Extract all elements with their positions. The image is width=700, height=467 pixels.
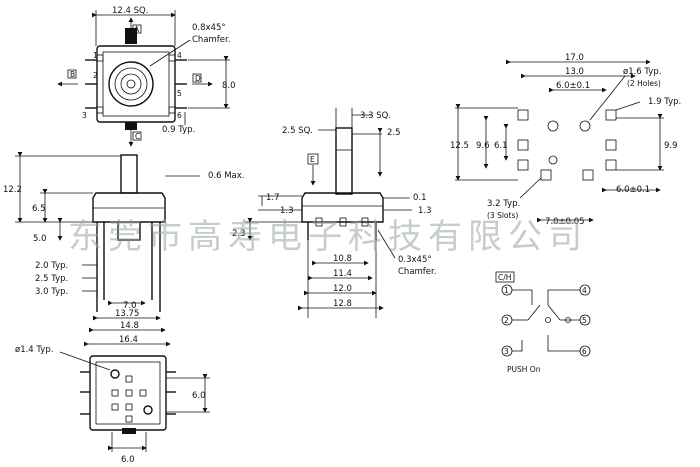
dim-12-4-sq: 12.4 SQ. [112, 6, 148, 16]
svg-text:1.7: 1.7 [266, 193, 280, 203]
svg-text:13.0: 13.0 [565, 67, 584, 77]
svg-text:6.5: 6.5 [32, 204, 46, 214]
circuit-schematic: C/H 1 2 3 4 5 6 PUSH On [495, 271, 591, 374]
svg-text:C/H: C/H [498, 273, 511, 282]
svg-text:4: 4 [582, 286, 587, 295]
svg-text:14.8: 14.8 [120, 321, 139, 331]
svg-text:Chamfer.: Chamfer. [192, 35, 230, 45]
svg-text:0.8x45°: 0.8x45° [192, 23, 226, 33]
svg-text:17.0: 17.0 [565, 53, 584, 63]
svg-text:E: E [310, 155, 315, 164]
svg-text:5: 5 [177, 89, 182, 98]
svg-text:(3 Slots): (3 Slots) [487, 211, 518, 220]
svg-text:1: 1 [504, 286, 509, 295]
bottom-view: ø1.4 Typ. 6.0 6.0 [15, 345, 210, 465]
svg-text:0.6 Max.: 0.6 Max. [208, 171, 245, 181]
svg-text:0.1: 0.1 [413, 193, 427, 203]
svg-text:(2 Holes): (2 Holes) [627, 79, 661, 88]
svg-text:A: A [134, 25, 140, 34]
svg-text:13.75: 13.75 [115, 309, 139, 319]
svg-text:7.0: 7.0 [123, 301, 137, 311]
pcb-layout: 17.0 13.0 6.0±0.1 12.5 9.6 6.1 9.9 ø1.6 … [450, 53, 681, 227]
svg-text:2: 2 [504, 316, 509, 325]
svg-text:6.0: 6.0 [192, 391, 206, 401]
top-view: 12.4 SQ. 1 2 3 4 5 6 A B D C [57, 6, 236, 147]
svg-text:C: C [135, 132, 140, 141]
svg-text:6.1: 6.1 [494, 141, 508, 151]
svg-text:0.9 Typ.: 0.9 Typ. [162, 125, 195, 135]
svg-text:PUSH On: PUSH On [507, 365, 541, 374]
svg-text:9.6: 9.6 [476, 141, 490, 151]
svg-text:5: 5 [582, 316, 587, 325]
svg-text:1.3: 1.3 [280, 206, 294, 216]
front-view: 3.3 SQ. 2.5 SQ. 2.5 E 1.7 1.3 2.3 0.1 1.… [232, 108, 436, 318]
svg-text:D: D [195, 74, 201, 83]
svg-text:3.0 Typ.: 3.0 Typ. [35, 287, 68, 297]
svg-text:12.5: 12.5 [450, 141, 469, 151]
svg-text:4: 4 [177, 51, 182, 60]
svg-text:5.0: 5.0 [33, 234, 47, 244]
svg-text:2.5 SQ.: 2.5 SQ. [282, 126, 313, 136]
svg-text:12.0: 12.0 [333, 284, 352, 294]
svg-text:10.8: 10.8 [333, 254, 352, 264]
svg-text:3: 3 [82, 111, 87, 120]
svg-text:0.3x45°: 0.3x45° [398, 255, 432, 265]
svg-text:2.5 Typ.: 2.5 Typ. [35, 274, 68, 284]
svg-text:11.4: 11.4 [333, 269, 352, 279]
svg-text:Chamfer.: Chamfer. [398, 267, 436, 277]
svg-text:2.5: 2.5 [387, 128, 401, 138]
svg-text:1: 1 [93, 51, 98, 60]
svg-text:8.0: 8.0 [222, 81, 236, 91]
svg-text:16.4: 16.4 [119, 335, 138, 345]
watermark-text: 东莞市高寿电子科技有限公司 [68, 217, 588, 257]
svg-text:3.2 Typ.: 3.2 Typ. [487, 199, 520, 209]
svg-text:7.0±0.05: 7.0±0.05 [545, 217, 585, 227]
svg-text:9.9: 9.9 [664, 141, 678, 151]
svg-text:ø1.4 Typ.: ø1.4 Typ. [15, 345, 53, 355]
svg-text:3: 3 [504, 347, 509, 356]
svg-text:1.9 Typ.: 1.9 Typ. [648, 97, 681, 107]
svg-text:ø1.6 Typ.: ø1.6 Typ. [623, 67, 661, 77]
svg-text:12.8: 12.8 [333, 299, 352, 309]
svg-text:6: 6 [582, 347, 587, 356]
svg-text:2: 2 [93, 71, 98, 80]
svg-text:12.2: 12.2 [3, 185, 22, 195]
svg-text:1.3: 1.3 [418, 206, 432, 216]
svg-text:6.0±0.1: 6.0±0.1 [616, 185, 650, 195]
svg-text:2.0 Typ.: 2.0 Typ. [35, 261, 68, 271]
svg-text:6: 6 [177, 111, 182, 120]
svg-text:B: B [70, 70, 75, 79]
side-view: 12.2 6.5 5.0 0.6 Max. 2.0 Typ. 2.5 Typ. … [3, 152, 245, 347]
svg-text:3.3 SQ.: 3.3 SQ. [360, 111, 391, 121]
svg-text:6.0: 6.0 [121, 455, 135, 465]
svg-text:6.0±0.1: 6.0±0.1 [556, 81, 590, 91]
svg-text:2.3: 2.3 [232, 229, 246, 239]
